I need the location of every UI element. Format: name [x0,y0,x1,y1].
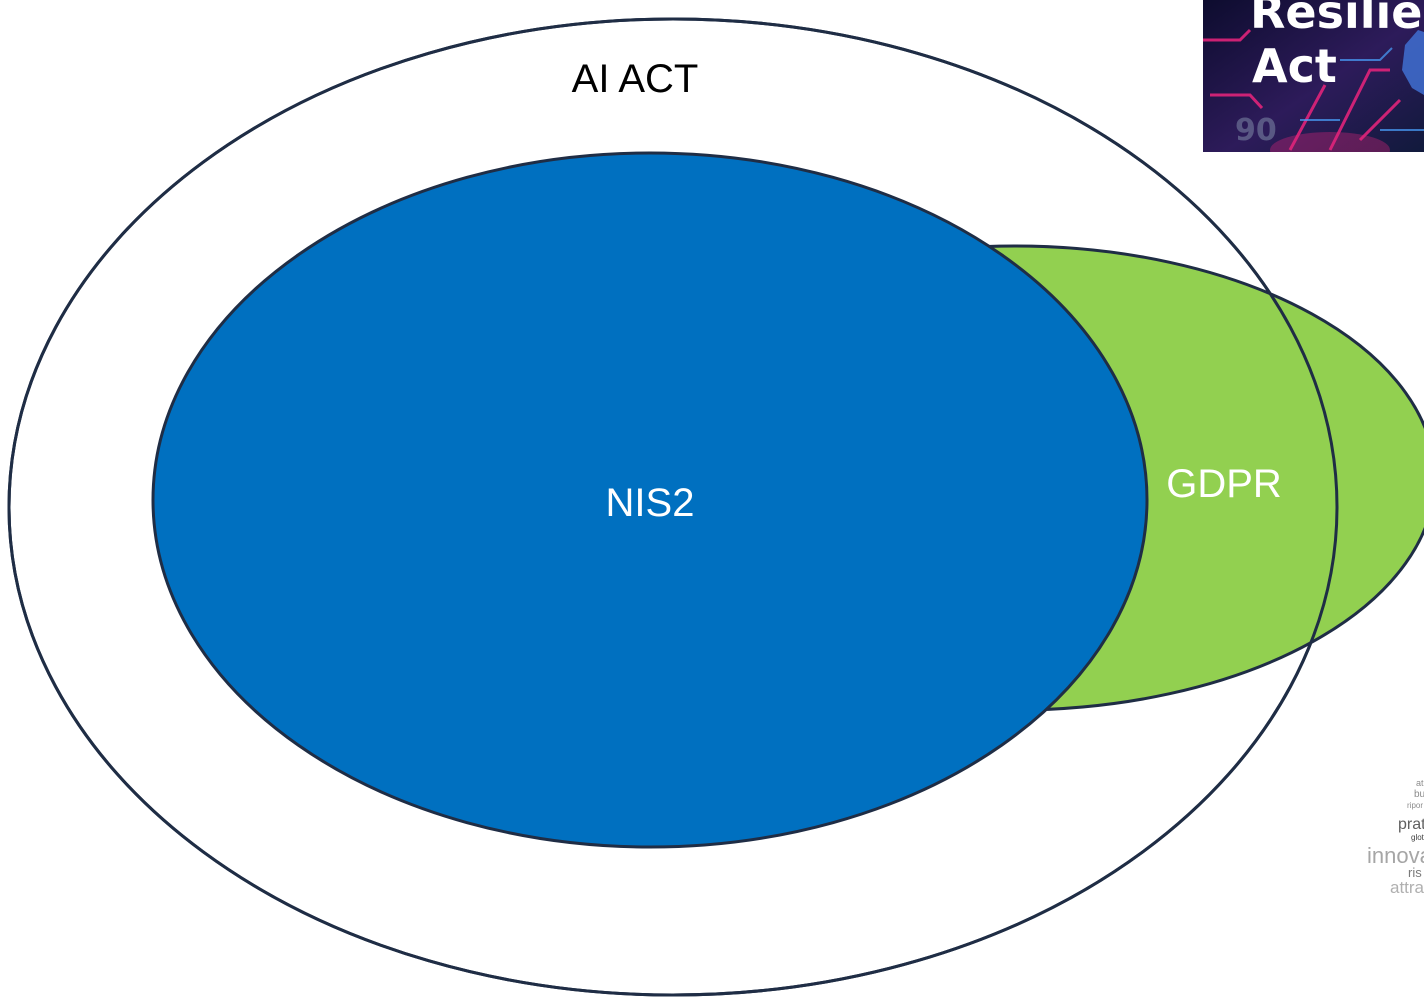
map-silhouette [1402,30,1424,95]
word-cloud-word: innova [1367,843,1424,868]
nis2-set [151,151,1149,849]
word-cloud-word: bu [1414,789,1424,800]
word-cloud-word: ris [1408,865,1422,880]
thumbnail-number: 90 [1235,113,1277,148]
word-cloud-word: glot [1411,833,1424,842]
word-cloud-word: at [1416,778,1424,788]
word-cloud-word: attra [1390,878,1424,897]
thumbnail-title-line2: Act [1252,39,1337,93]
circuit-lines-blue [1300,47,1424,131]
word-cloud: at bu ripor prati glot innova ris attra [1367,778,1424,897]
word-cloud-word: ripor [1407,801,1423,810]
gdpr-label: GDPR [1166,462,1282,506]
cyber-resilience-act-thumbnail: 90 Resilien Act [1203,0,1424,152]
word-cloud-word: prati [1398,816,1424,833]
circuit-lines [1203,28,1402,151]
ai-act-label: AI ACT [572,57,699,101]
ai-act-boundary-overlay [7,17,1339,997]
nis2-label: NIS2 [606,481,695,525]
glow-accent [1270,132,1390,152]
thumbnail-background [1203,0,1424,152]
thumbnail-title-line1: Resilien [1250,0,1424,39]
